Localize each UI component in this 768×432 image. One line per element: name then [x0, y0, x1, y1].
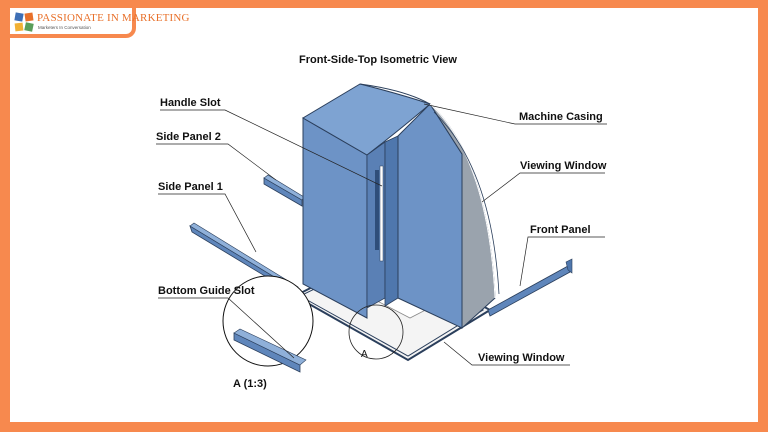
detail-marker-circle	[348, 304, 404, 360]
label-front-panel: Front Panel	[530, 224, 591, 236]
label-viewing-window-top: Viewing Window	[520, 160, 607, 172]
detail-marker-label: A	[361, 349, 368, 360]
label-side-panel-2: Side Panel 2	[156, 131, 221, 143]
machine-casing	[302, 83, 463, 329]
label-machine-casing: Machine Casing	[519, 111, 603, 123]
isometric-diagram: Front-Side-Top Isometric View	[156, 54, 607, 390]
brand-logo[interactable]: PASSIONATE IN MARKETING Marketers In Con…	[10, 8, 190, 38]
diagram-title: Front-Side-Top Isometric View	[299, 54, 457, 66]
brand-name: PASSIONATE IN MARKETING	[37, 12, 190, 24]
callouts	[156, 103, 607, 366]
label-viewing-window-bottom: Viewing Window	[478, 352, 565, 364]
page-frame: PASSIONATE IN MARKETING Marketers In Con…	[10, 8, 758, 422]
label-handle-slot: Handle Slot	[160, 97, 221, 109]
puzzle-logo-icon	[14, 12, 34, 32]
detail-view-a	[222, 275, 314, 373]
side-panel-2	[263, 174, 305, 207]
label-bottom-guide-slot: Bottom Guide Slot	[158, 285, 255, 297]
brand-tagline: Marketers In Conversation	[38, 25, 91, 30]
detail-view-label: A (1:3)	[233, 378, 267, 390]
front-panel	[487, 258, 573, 317]
viewing-window	[429, 103, 500, 330]
label-side-panel-1: Side Panel 1	[158, 181, 223, 193]
